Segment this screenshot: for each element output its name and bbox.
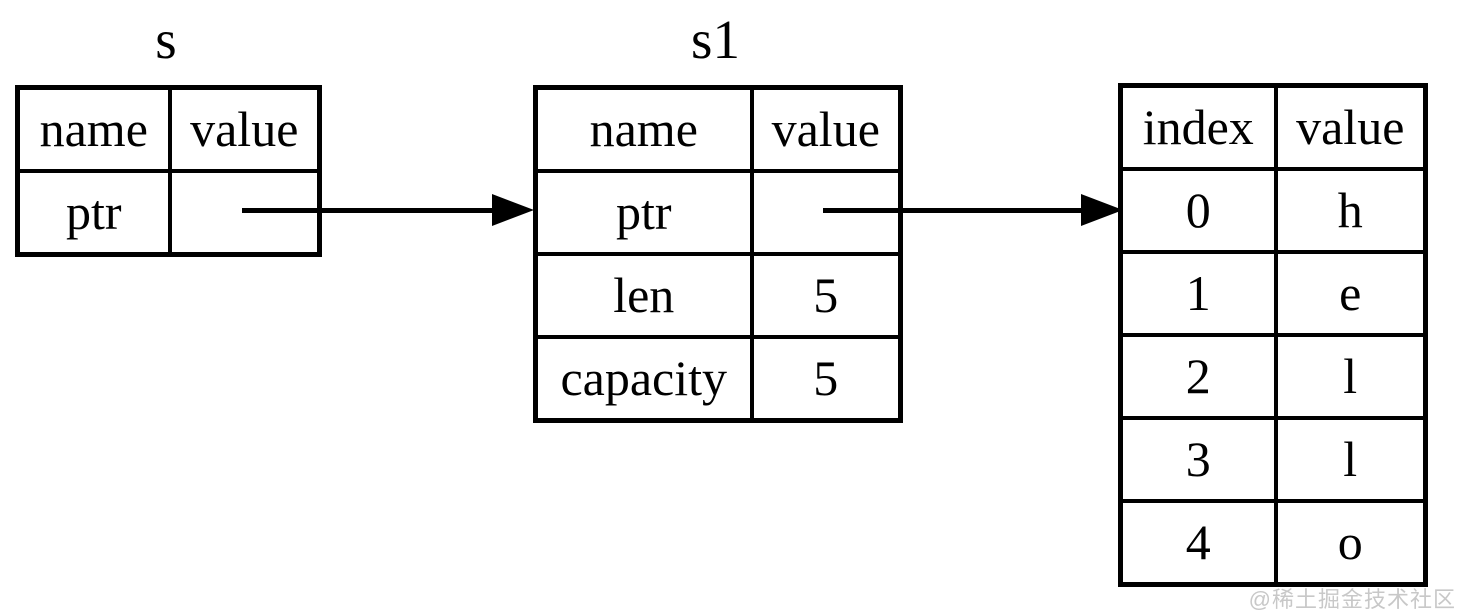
table-s: name value ptr — [15, 85, 322, 257]
table-row: 4 o — [1118, 499, 1428, 587]
table-s1-len-value-cell: 5 — [749, 252, 903, 339]
heap-index-2-cell: 2 — [1118, 333, 1278, 420]
table-row: capacity 5 — [533, 335, 903, 423]
table-s1-title: s1 — [691, 9, 740, 70]
table-s1-header-value: value — [749, 85, 903, 173]
table-row: 1 e — [1118, 250, 1428, 337]
table-s1-capacity-value-cell: 5 — [749, 335, 903, 423]
table-row: 0 h — [1118, 167, 1428, 254]
arrow-s1-to-heap-line — [823, 208, 1082, 213]
heap-index-3-cell: 3 — [1118, 416, 1278, 503]
table-s1-capacity-name-cell: capacity — [533, 335, 754, 423]
table-s-title: s — [155, 9, 177, 70]
heap-header-row: index value — [1118, 83, 1428, 171]
table-s1-header-name: name — [533, 85, 754, 173]
arrow-s-to-s1-head-icon — [492, 194, 534, 226]
heap-index-1-cell: 1 — [1118, 250, 1278, 337]
table-s-header-value: value — [167, 85, 322, 173]
table-s1-header-row: name value — [533, 85, 903, 173]
table-row: 3 l — [1118, 416, 1428, 503]
heap-index-4-cell: 4 — [1118, 499, 1278, 587]
table-s1: name value ptr len 5 capacity 5 — [533, 85, 903, 423]
table-s-header-name: name — [15, 85, 172, 173]
heap-value-1-cell: e — [1273, 250, 1428, 337]
table-s-header-row: name value — [15, 85, 322, 173]
heap-header-value: value — [1273, 83, 1428, 171]
table-s1-ptr-name-cell: ptr — [533, 169, 754, 256]
table-s-ptr-name-cell: ptr — [15, 169, 172, 257]
heap-index-0-cell: 0 — [1118, 167, 1278, 254]
table-s1-len-name-cell: len — [533, 252, 754, 339]
watermark-label: @稀土掘金技术社区 — [1248, 587, 1456, 612]
heap-value-2-cell: l — [1273, 333, 1428, 420]
heap-value-0-cell: h — [1273, 167, 1428, 254]
arrow-s-to-s1-line — [242, 208, 494, 213]
heap-header-index: index — [1118, 83, 1278, 171]
arrow-s1-to-heap-head-icon — [1081, 194, 1123, 226]
heap-value-4-cell: o — [1273, 499, 1428, 587]
heap-value-3-cell: l — [1273, 416, 1428, 503]
table-row: len 5 — [533, 252, 903, 339]
table-heap-buffer: index value 0 h 1 e 2 l 3 l 4 o — [1118, 83, 1428, 587]
table-row: 2 l — [1118, 333, 1428, 420]
